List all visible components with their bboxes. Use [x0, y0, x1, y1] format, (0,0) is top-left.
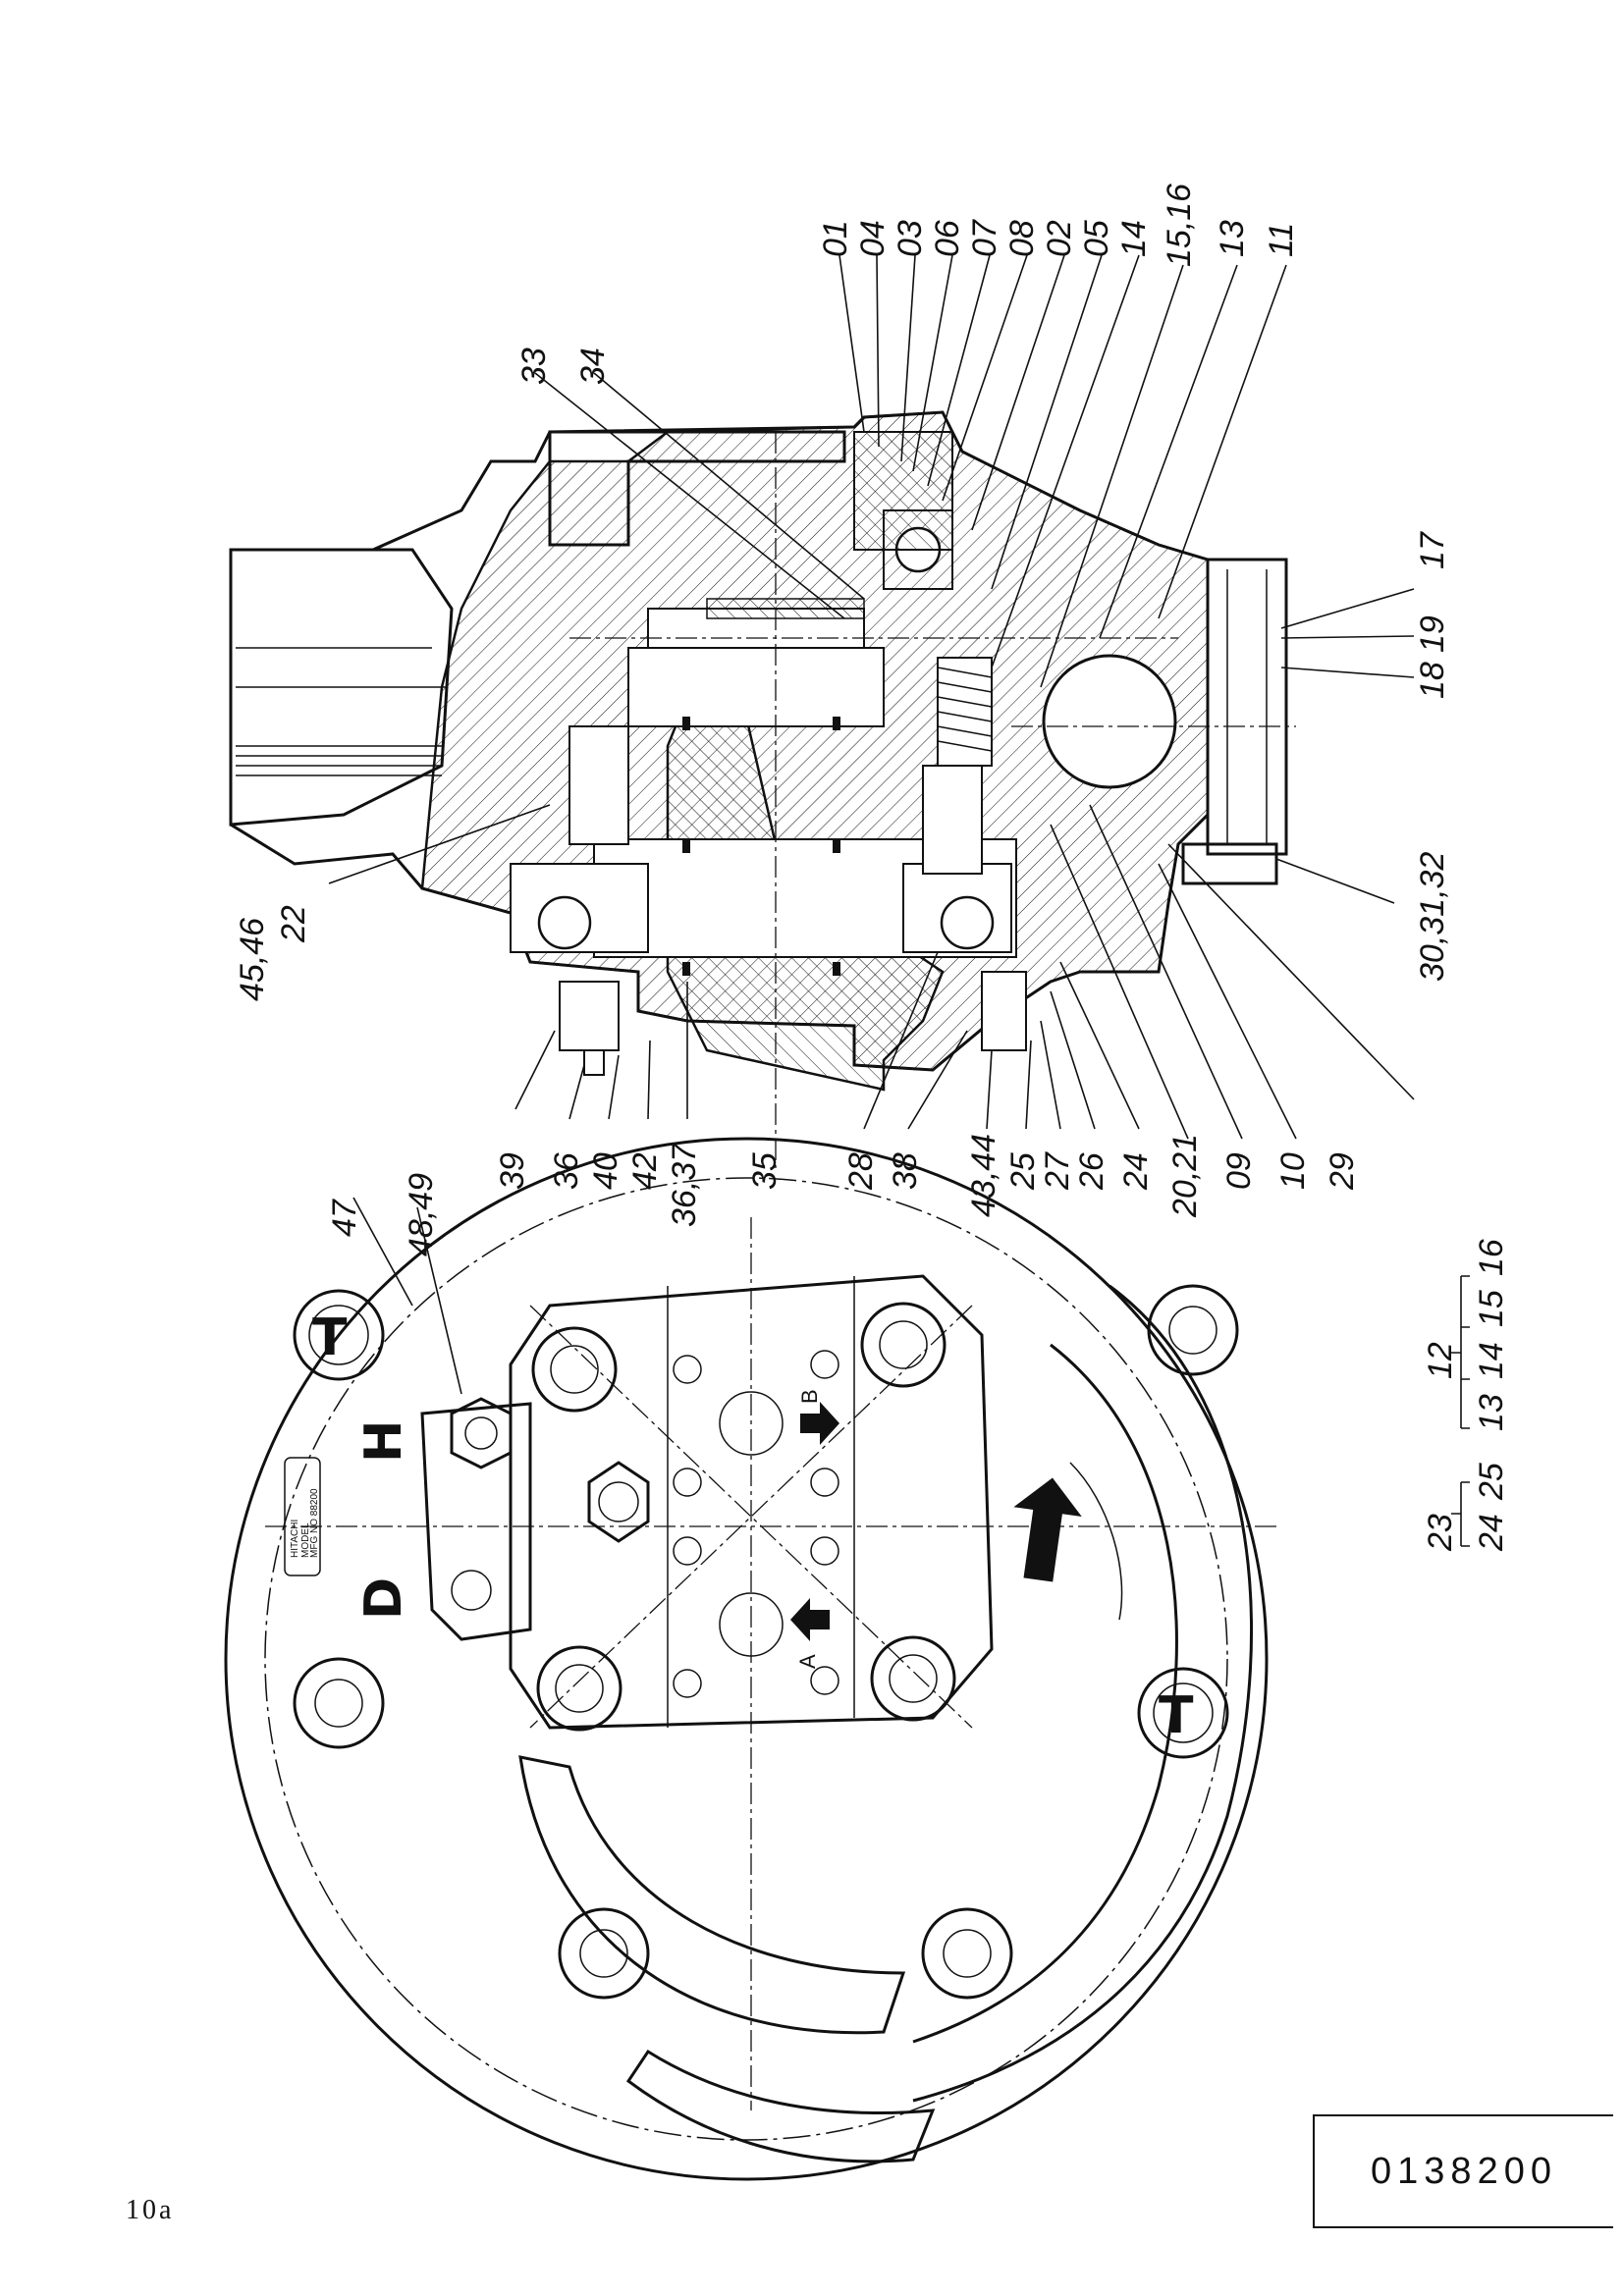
callout-label: 17: [1414, 531, 1451, 569]
callouts-top: 33 34: [515, 347, 612, 385]
callout-label: 28: [842, 1152, 880, 1191]
callout-label: 34: [574, 347, 612, 385]
callout-label: 30,31,32: [1414, 852, 1451, 982]
callout-label: 03: [892, 220, 929, 257]
callout-label: 39: [494, 1152, 531, 1190]
callout-label: 42: [626, 1152, 664, 1190]
callouts-right-side: 17 19 18 30,31,32: [1414, 531, 1451, 982]
callout-label: 45,46: [234, 918, 271, 1001]
plug-t-icon: T: [312, 1308, 348, 1367]
port-b-label: B: [797, 1389, 822, 1404]
callout-label: 09: [1220, 1152, 1258, 1190]
callout-label: 36,37: [666, 1143, 703, 1227]
port-a-label: A: [795, 1654, 820, 1669]
group-23: 23 24 25: [1422, 1463, 1510, 1552]
callout-label: 05: [1078, 220, 1115, 257]
svg-text:25: 25: [1473, 1463, 1510, 1501]
callout-label: 24: [1117, 1152, 1155, 1191]
nameplate-brand: HITACHI: [290, 1520, 300, 1558]
callouts-left: 45,46 22: [234, 905, 312, 1001]
callout-label: 19: [1414, 615, 1451, 653]
group-12: 12 13 14 15 16: [1422, 1239, 1510, 1431]
port-h-label: H: [354, 1419, 413, 1463]
svg-text:15: 15: [1473, 1290, 1510, 1327]
page-label: 10a: [126, 2195, 175, 2225]
port-d-label: D: [354, 1577, 413, 1620]
callout-label: 18: [1414, 662, 1451, 699]
callout-label: 02: [1041, 220, 1078, 257]
callouts-bottom: 39 36 40 42 36,37 35 28 38 43,44 25 27 2…: [494, 1134, 1361, 1227]
section-view: [229, 410, 1296, 1168]
corner-bolts: [531, 1302, 956, 1732]
svg-text:24: 24: [1473, 1514, 1510, 1552]
top-view: T T HITACHI MODEL MFG NO 88200: [224, 1137, 1276, 2181]
nameplate-mfg: MFG NO 88200: [309, 1488, 320, 1558]
callout-label: 27: [1039, 1151, 1076, 1191]
plug-t-icon: T: [1159, 1686, 1194, 1745]
callout-label: 07: [966, 219, 1003, 257]
nameplate-model: MODEL: [300, 1522, 311, 1558]
callouts-right-top: 01 04 03 06 07 08 02 05 14 15,16 13 11: [817, 184, 1300, 267]
leader-lines: [328, 254, 1415, 1395]
callout-label: 11: [1263, 223, 1300, 257]
callout-label: 06: [929, 220, 966, 257]
callout-label: 48,49: [403, 1173, 440, 1256]
nameplate: HITACHI MODEL MFG NO 88200: [284, 1457, 321, 1576]
callout-label: 29: [1324, 1152, 1361, 1191]
svg-text:16: 16: [1473, 1239, 1510, 1276]
o-rings: [682, 717, 840, 976]
callouts-top-view: 47 48,49: [326, 1173, 440, 1256]
drawing-number-box: 0138200: [1313, 2114, 1613, 2228]
port-a-arrow-icon: [790, 1598, 830, 1641]
rotation-arrow-icon: [1013, 1477, 1082, 1582]
callout-label: 04: [854, 220, 892, 257]
callout-label: 20,21: [1166, 1134, 1204, 1218]
callout-label: 22: [275, 905, 312, 943]
callout-label: 08: [1003, 220, 1041, 257]
svg-text:23: 23: [1422, 1514, 1459, 1552]
callout-label: 35: [746, 1152, 784, 1190]
callout-label: 25: [1004, 1152, 1042, 1191]
port-b-arrow-icon: [800, 1402, 839, 1445]
callout-label: 10: [1274, 1152, 1312, 1190]
callout-label: 01: [817, 220, 854, 257]
callout-label: 26: [1073, 1152, 1110, 1191]
svg-text:13: 13: [1473, 1394, 1510, 1431]
callout-label: 14: [1115, 220, 1153, 257]
callout-label: 15,16: [1161, 184, 1198, 267]
mounting-holes: [293, 1284, 1239, 2000]
svg-text:12: 12: [1422, 1342, 1459, 1379]
callout-label: 13: [1214, 220, 1251, 257]
callout-label: 47: [326, 1199, 363, 1237]
svg-text:14: 14: [1473, 1342, 1510, 1379]
spring: [937, 657, 993, 767]
callout-label: 33: [515, 347, 553, 385]
